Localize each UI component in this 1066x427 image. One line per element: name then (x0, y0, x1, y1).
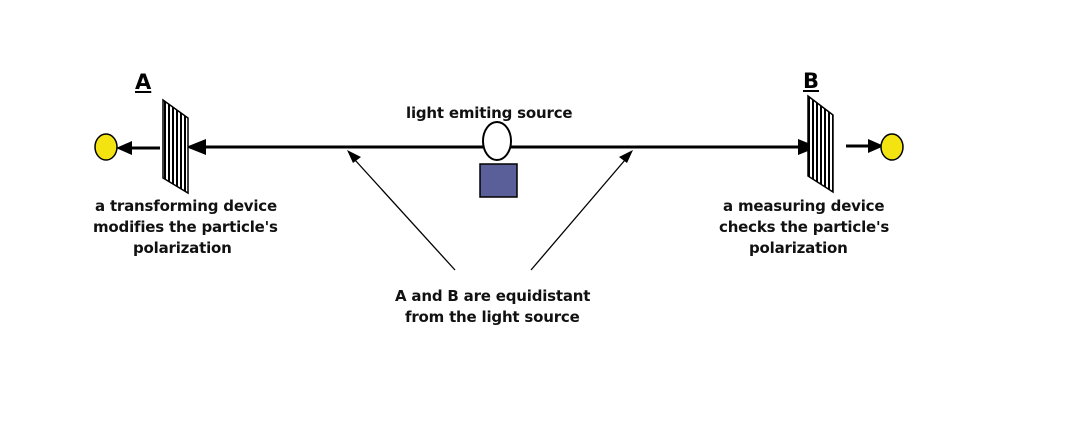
beam-arrow-left (186, 139, 206, 155)
transforming-device (162, 98, 189, 195)
light-source-box (479, 163, 518, 198)
equidistant-caption-line1: A and B are equidistant (395, 287, 591, 305)
transforming-caption-line1: a transforming device (95, 197, 277, 215)
particle-arrow-left-head (116, 141, 132, 155)
transforming-device-caption: a transforming device modifies the parti… (93, 196, 278, 259)
particle-right (880, 133, 904, 161)
particle-arrow-right-head (868, 139, 884, 153)
equidistant-caption: A and B are equidistant from the light s… (395, 286, 590, 328)
source-label: light emiting source (406, 104, 573, 122)
transforming-caption-line3: polarization (133, 239, 232, 257)
pointer-left-shaft (354, 159, 456, 271)
measuring-caption-line3: polarization (749, 239, 848, 257)
light-source-emitter (482, 121, 512, 161)
label-b: B (803, 69, 820, 93)
measuring-device (807, 94, 834, 194)
equidistant-caption-line2: from the light source (405, 308, 580, 326)
measuring-caption-line2: checks the particle's (719, 218, 890, 236)
particle-left (94, 133, 118, 161)
transforming-caption-line2: modifies the particle's (93, 218, 278, 236)
pointer-right-shaft (530, 159, 626, 271)
label-a: A (135, 70, 152, 94)
measuring-caption-line1: a measuring device (723, 197, 885, 215)
measuring-device-caption: a measuring device checks the particle's… (719, 196, 889, 259)
pointer-left-head (347, 150, 361, 163)
pointer-right-head (619, 150, 633, 163)
